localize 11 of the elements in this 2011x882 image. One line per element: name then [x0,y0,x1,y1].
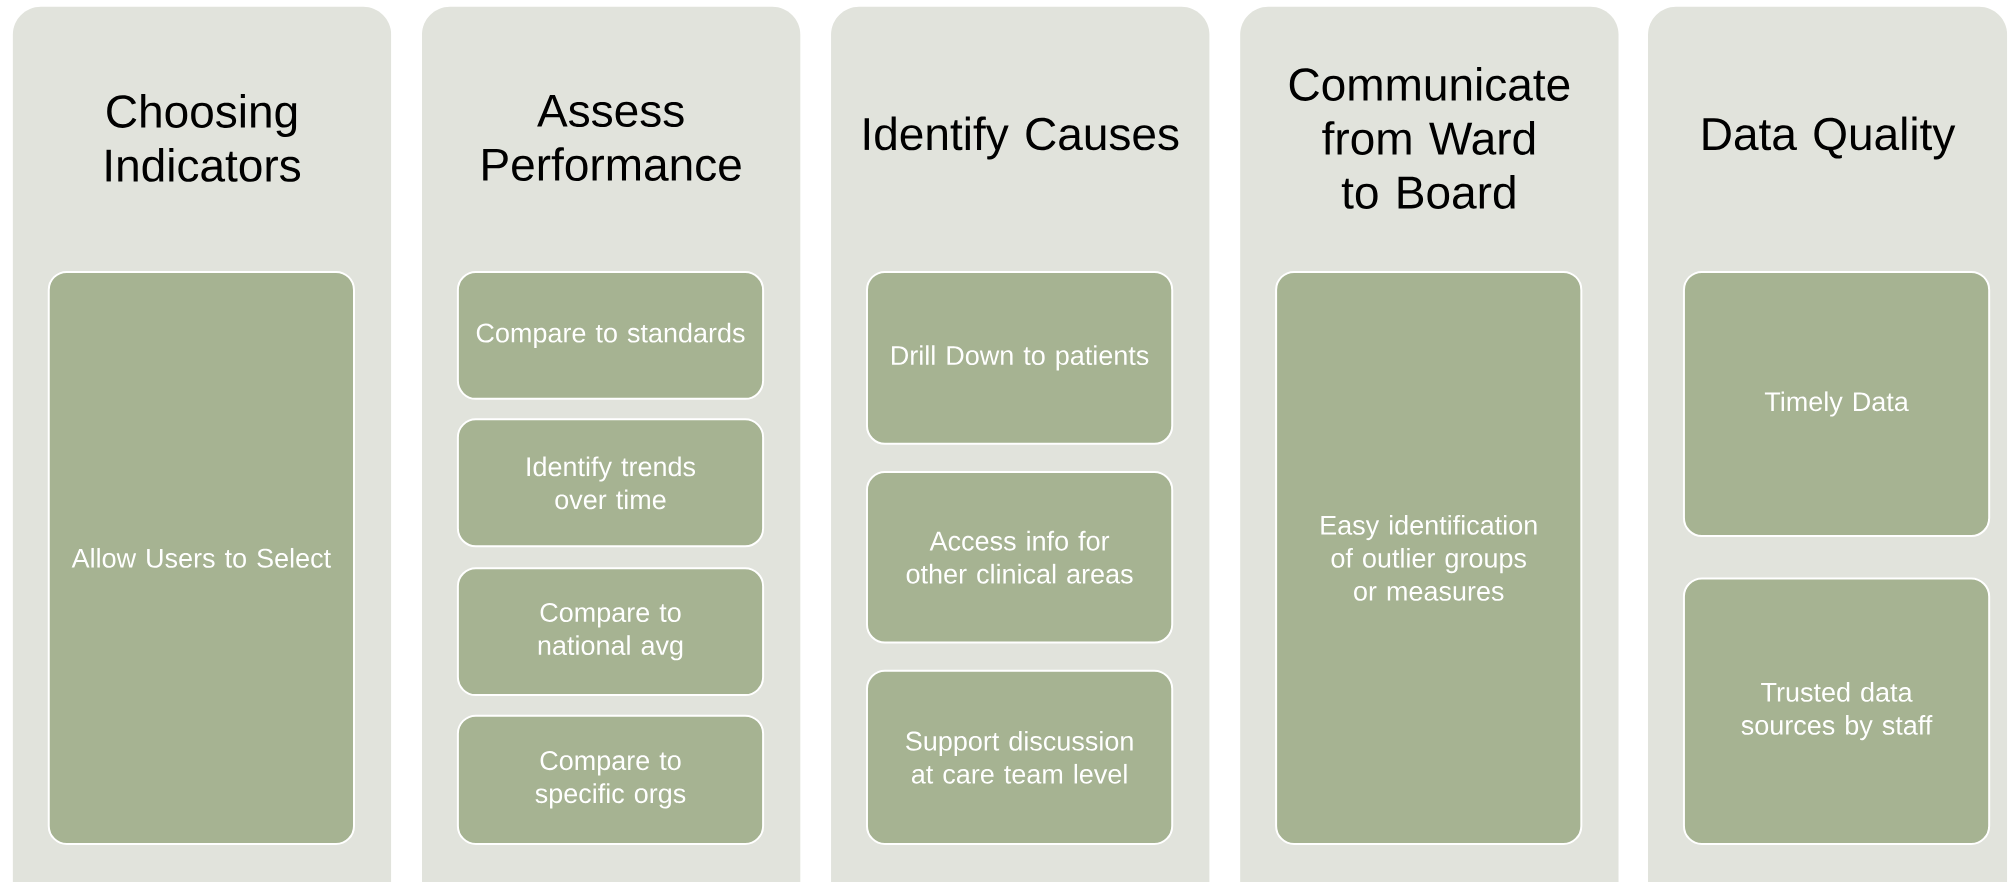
item-box: Identify trends over time [456,418,765,548]
item-box: Drill Down to patients [866,270,1174,445]
item-box: Access info for other clinical areas [866,470,1174,644]
item-box: Support discussion at care team level [866,669,1174,845]
item-box: Easy identification of outlier groups or measures [1275,270,1583,845]
item-box: Trusted data sources by staff [1682,577,1991,845]
item-box: Compare to national avg [456,567,765,697]
item-box: Timely Data [1682,270,1991,538]
item-box: Compare to standards [456,270,765,400]
item-box: Compare to specific orgs [456,714,765,845]
item-box: Allow Users to Select [47,270,355,845]
